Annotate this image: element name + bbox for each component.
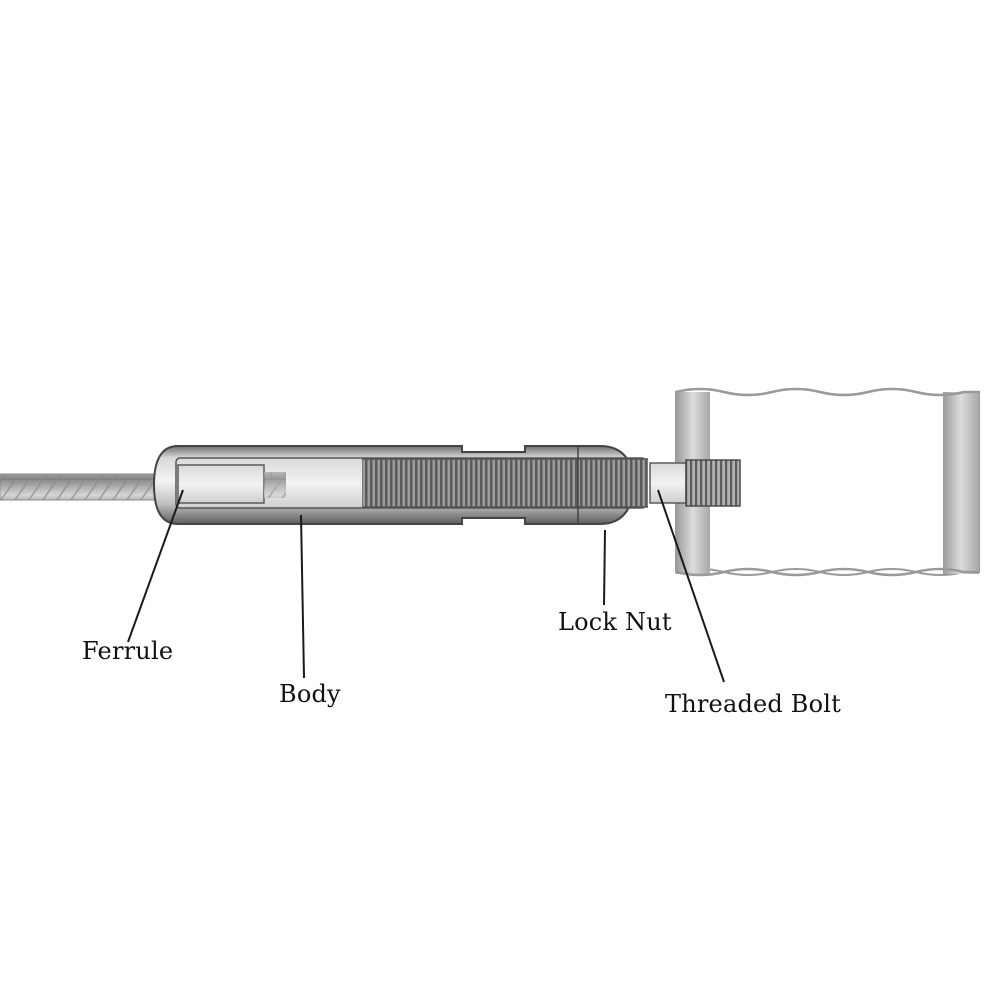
fitting-body xyxy=(152,445,648,525)
body-leader xyxy=(300,514,305,679)
lock-nut-label: Lock Nut xyxy=(558,608,672,636)
threaded-bolt-leader xyxy=(657,489,725,683)
ferrule-label: Ferrule xyxy=(82,637,174,665)
wire-cable xyxy=(0,473,171,501)
leader-lines xyxy=(127,489,725,683)
lock-nut-leader xyxy=(603,529,606,606)
ferrule-leader xyxy=(127,489,184,643)
threaded-bolt xyxy=(649,459,741,507)
threaded-bolt-label: Threaded Bolt xyxy=(665,690,842,718)
ferrule xyxy=(177,464,286,504)
body-label: Body xyxy=(279,680,341,708)
